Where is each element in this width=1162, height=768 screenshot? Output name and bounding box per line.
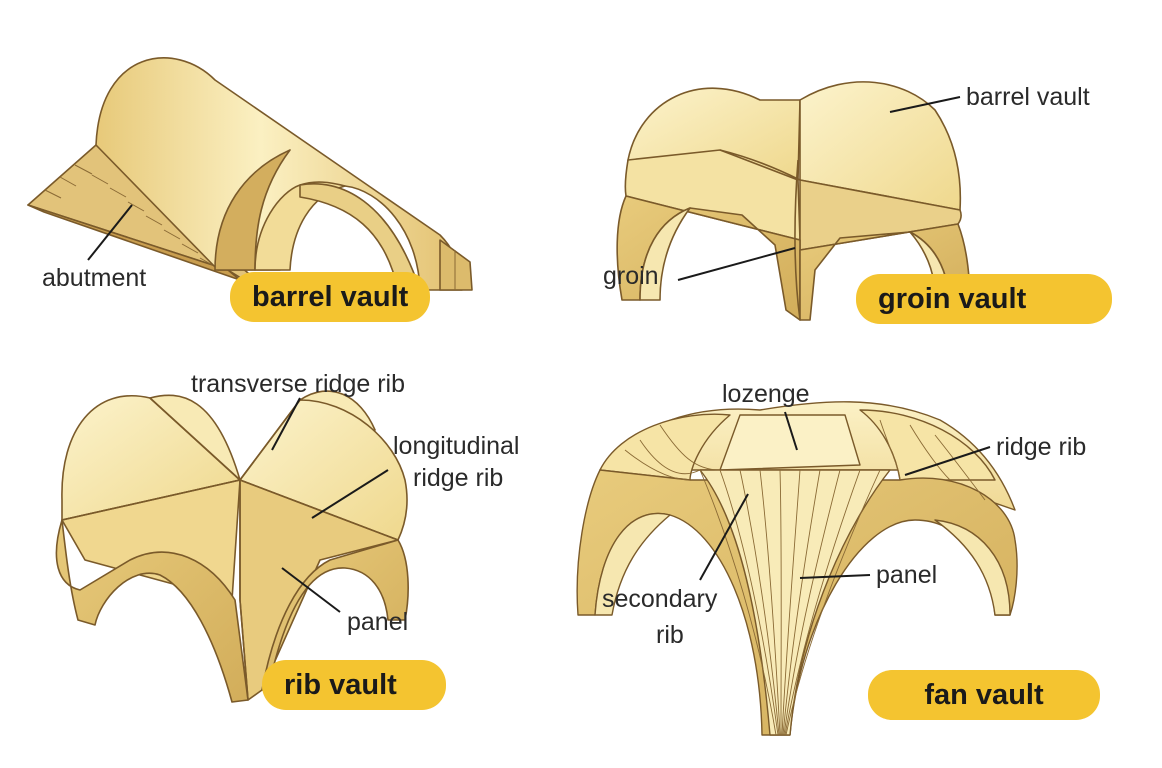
fan-ridge-leader bbox=[904, 446, 991, 476]
barrel-front-arch bbox=[214, 149, 291, 271]
title-rib-vault: rib vault bbox=[262, 660, 446, 710]
longitudinal-leader bbox=[311, 469, 389, 519]
barrel-vault-drawing bbox=[27, 57, 473, 311]
label-ridge-rib: ridge rib bbox=[413, 464, 504, 492]
title-barrel-vault: barrel vault bbox=[230, 272, 431, 322]
groin-leader bbox=[677, 247, 796, 281]
rib-panel-leader bbox=[281, 567, 341, 613]
fan-vault-drawing bbox=[576, 401, 1018, 736]
title-fan-vault: fan vault bbox=[868, 670, 1100, 720]
groin-barrel-leader bbox=[889, 96, 961, 113]
label-groin: groin bbox=[603, 262, 659, 290]
label-secondary-rib: rib bbox=[656, 621, 684, 649]
label-transverse-ridge-rib: transverse ridge rib bbox=[191, 370, 405, 398]
label-fan-ridge-rib: ridge rib bbox=[996, 433, 1087, 461]
rib-vault-drawing bbox=[55, 390, 409, 703]
label-secondary: secondary bbox=[602, 585, 718, 613]
title-groin-vault: groin vault bbox=[856, 274, 1112, 324]
label-lozenge: lozenge bbox=[722, 380, 810, 408]
label-rib-panel: panel bbox=[347, 608, 409, 636]
secondary-leader bbox=[699, 493, 749, 581]
fan-panel-leader bbox=[799, 574, 871, 579]
label-longitudinal: longitudinal bbox=[393, 432, 520, 460]
label-fan-panel: panel bbox=[876, 561, 938, 589]
groin-vault-drawing bbox=[616, 81, 971, 321]
label-groin-barrel-vault: barrel vault bbox=[966, 83, 1090, 111]
abutment-leader bbox=[87, 204, 133, 261]
label-abutment: abutment bbox=[42, 264, 147, 292]
transverse-leader bbox=[271, 397, 301, 451]
lozenge-leader bbox=[784, 411, 798, 451]
